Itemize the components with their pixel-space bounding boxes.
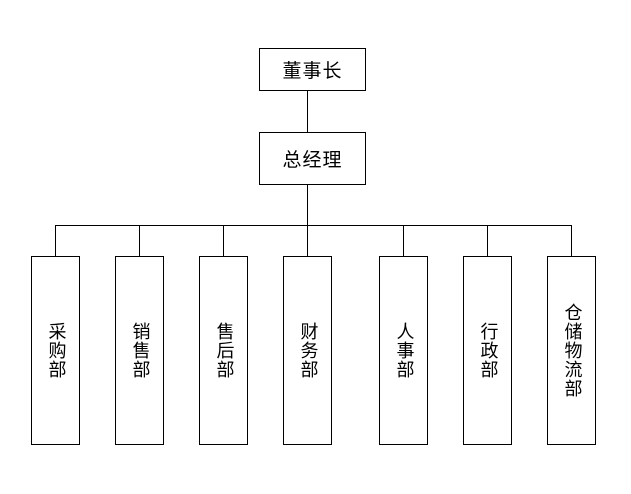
- connector-gm-to-bus: [307, 184, 308, 226]
- dept-label-administration: 行政部: [477, 322, 499, 379]
- connector-horizontal-bus: [55, 225, 572, 226]
- connector-chairman-to-gm: [307, 90, 308, 132]
- dept-box-after-sales: 售后部: [199, 256, 248, 445]
- dept-box-purchasing: 采购部: [31, 256, 80, 445]
- connector-dept-after-sales: [223, 225, 224, 257]
- connector-dept-hr: [403, 225, 404, 257]
- dept-label-warehouse-logistics: 仓储物流部: [561, 303, 583, 398]
- dept-label-finance: 财务部: [297, 322, 319, 379]
- dept-label-sales: 销售部: [129, 322, 151, 379]
- dept-box-warehouse-logistics: 仓储物流部: [547, 256, 596, 445]
- dept-box-hr: 人事部: [379, 256, 428, 445]
- connector-dept-warehouse-logistics: [571, 225, 572, 257]
- dept-box-finance: 财务部: [283, 256, 332, 445]
- connector-dept-administration: [487, 225, 488, 257]
- connector-dept-sales: [139, 225, 140, 257]
- dept-box-administration: 行政部: [463, 256, 512, 445]
- dept-label-purchasing: 采购部: [45, 322, 67, 379]
- chairman-label: 董事长: [282, 60, 343, 82]
- dept-label-after-sales: 售后部: [213, 322, 235, 379]
- chairman-box: 董事长: [259, 48, 366, 91]
- general-manager-label: 总经理: [282, 149, 343, 171]
- connector-dept-purchasing: [55, 225, 56, 257]
- connector-dept-finance: [307, 225, 308, 257]
- general-manager-box: 总经理: [259, 132, 366, 185]
- dept-box-sales: 销售部: [115, 256, 164, 445]
- dept-label-hr: 人事部: [393, 322, 415, 379]
